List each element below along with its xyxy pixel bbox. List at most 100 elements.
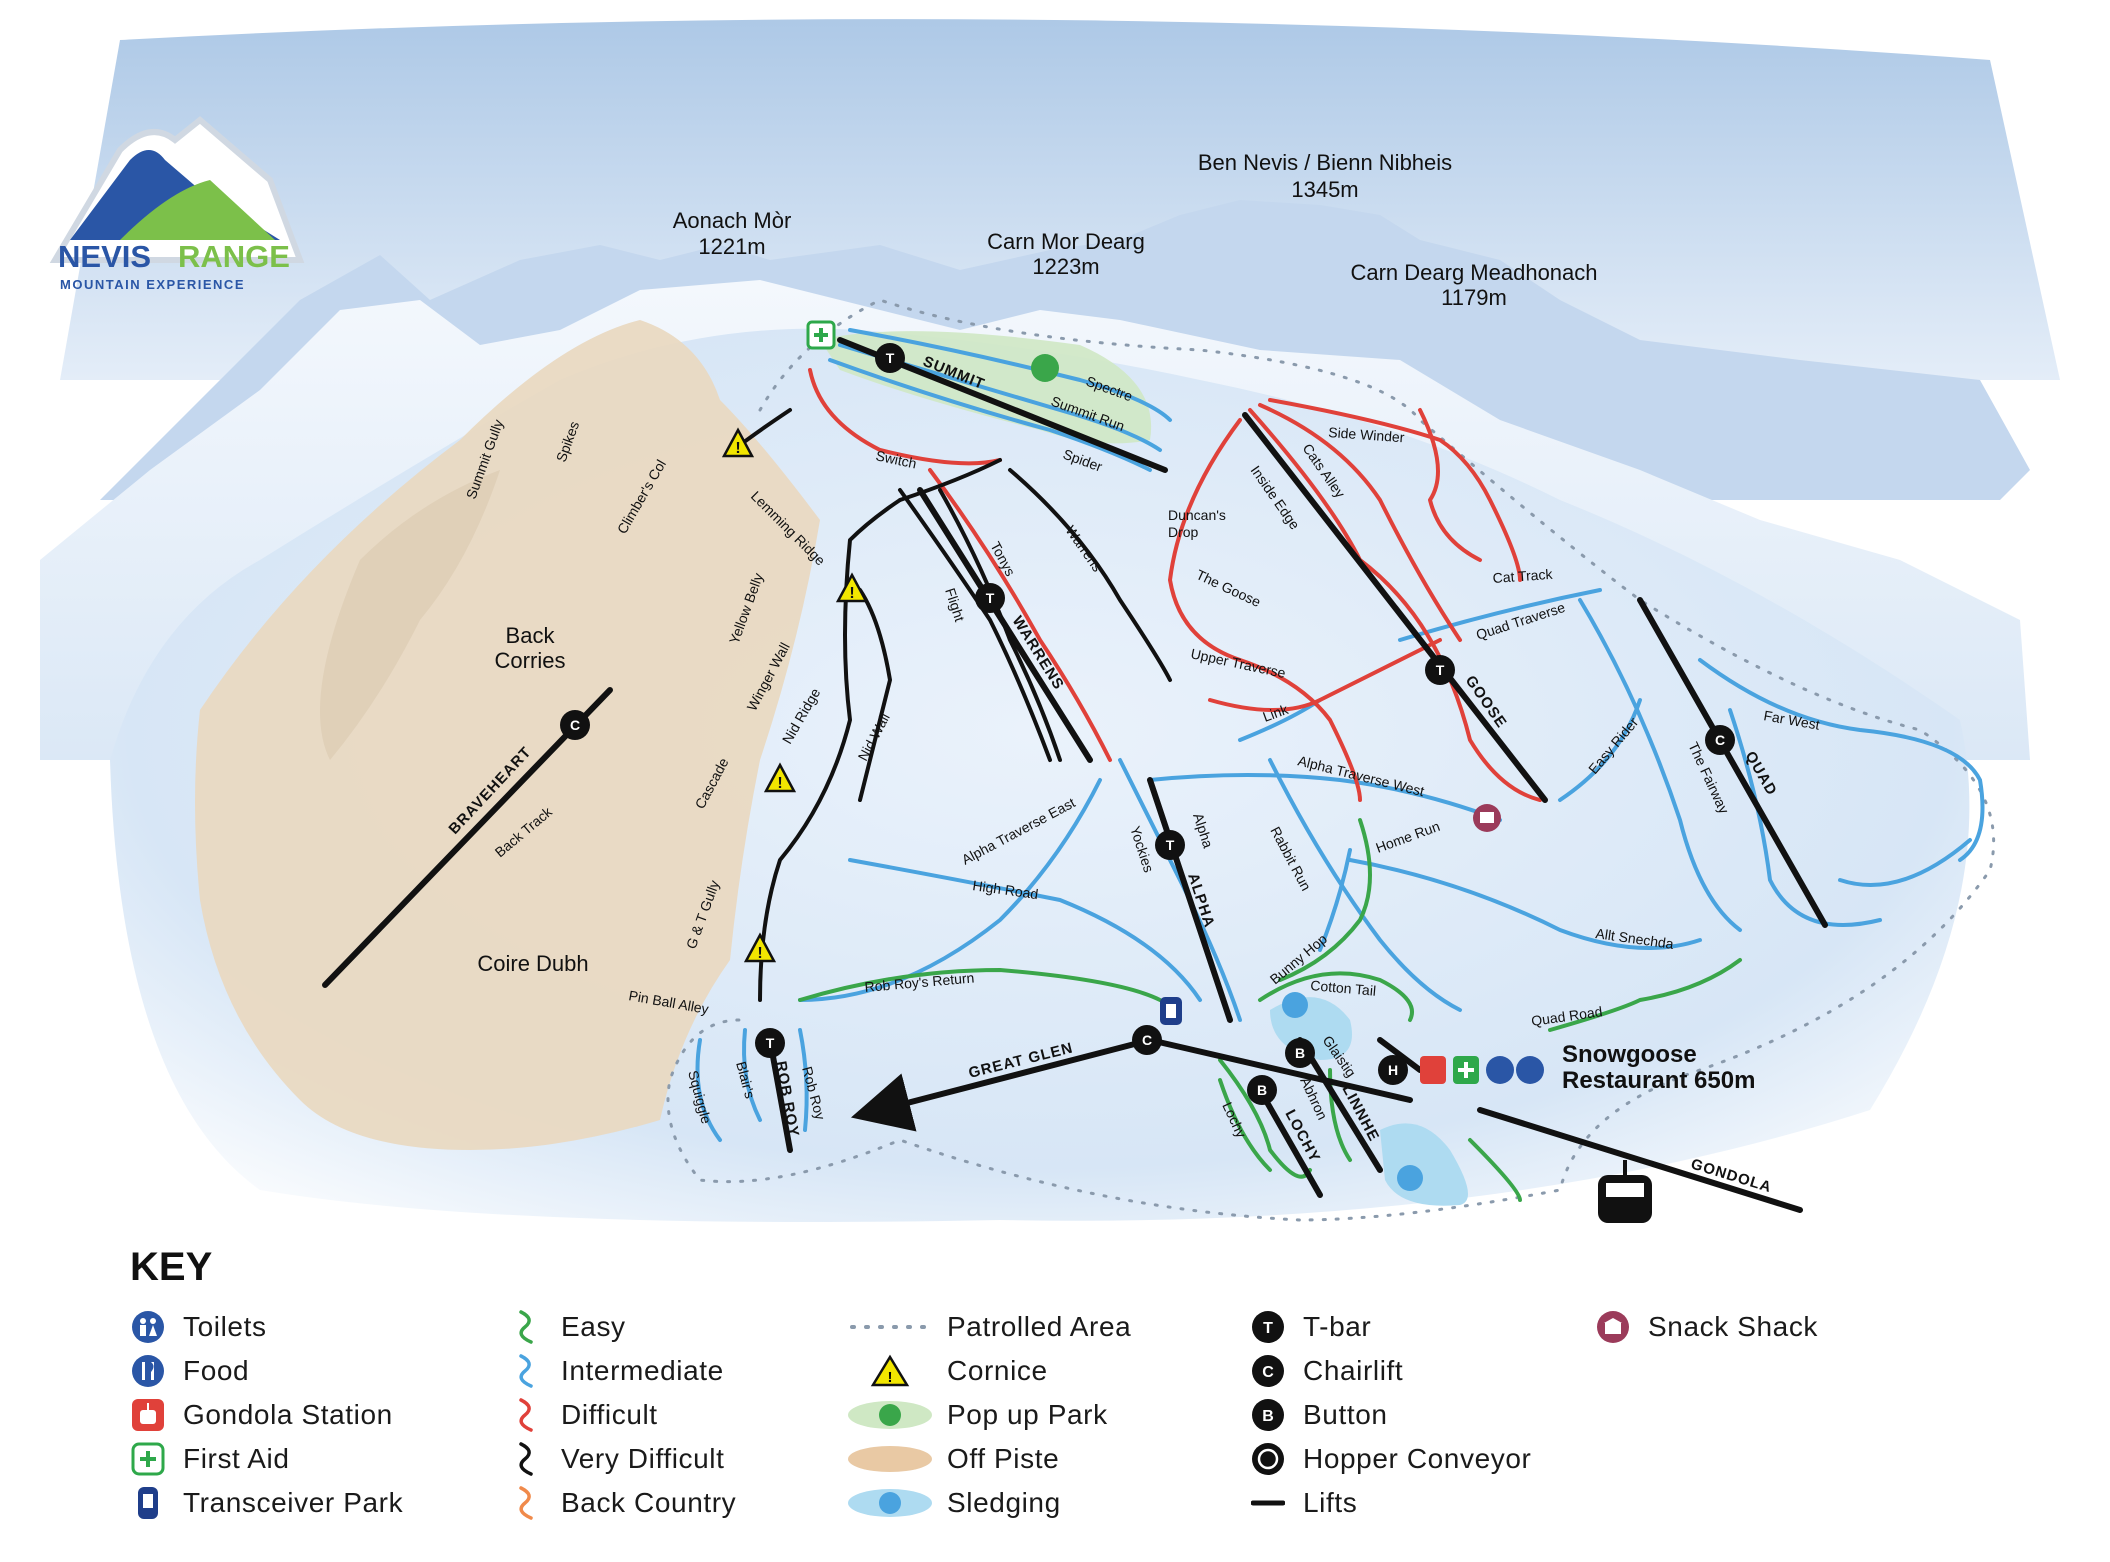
- key-label: Easy: [561, 1311, 626, 1342]
- key-item-easy: Easy: [503, 1305, 736, 1349]
- key-label: Gondola Station: [183, 1399, 393, 1430]
- key-item-sledging: Sledging: [845, 1481, 1131, 1525]
- button-lift-icon[interactable]: [1247, 1075, 1277, 1105]
- svg-text:T: T: [1166, 837, 1175, 853]
- transceiver-park-icon: [138, 1487, 158, 1519]
- peak-carn-dearg: Carn Dearg Meadhonach: [1350, 260, 1597, 285]
- area-back-corries-2: Corries: [495, 648, 566, 673]
- peak-carn-mor-dearg-height: 1223m: [1032, 254, 1099, 279]
- svg-text:B: B: [1262, 1408, 1274, 1425]
- chairlift-icon[interactable]: [560, 710, 590, 740]
- chairlift-icon: C: [1252, 1355, 1284, 1387]
- key-label: Cornice: [947, 1355, 1048, 1386]
- run-cat-track: Cat Track: [1492, 566, 1554, 586]
- key-item-cornice: ! Cornice: [845, 1349, 1131, 1393]
- key-label: Chairlift: [1303, 1355, 1404, 1386]
- key-item-first-aid: First Aid: [125, 1437, 403, 1481]
- peak-carn-mor-dearg: Carn Mor Dearg: [987, 229, 1145, 254]
- key-label: Back Country: [561, 1487, 737, 1518]
- key-label: Transceiver Park: [183, 1487, 404, 1518]
- key-item-difficult: Difficult: [503, 1393, 736, 1437]
- braveheart-lift-line: [322, 687, 613, 988]
- lift-icons: TTT CCT CTB BH: [560, 343, 1735, 1105]
- svg-text:B: B: [1295, 1045, 1305, 1061]
- key-item-food: Food: [125, 1349, 403, 1393]
- lift-line-symbol: [1251, 1500, 1285, 1506]
- svg-text:H: H: [1388, 1062, 1398, 1078]
- svg-text:T: T: [986, 590, 995, 606]
- logo-tagline: MOUNTAIN EXPERIENCE: [60, 277, 245, 292]
- gondola-station-icon[interactable]: [1420, 1056, 1446, 1084]
- restaurant-elevation: Restaurant 650m: [1562, 1067, 1755, 1094]
- tbar-icon[interactable]: [875, 343, 905, 373]
- off-piste-symbol: [848, 1446, 932, 1472]
- food-icon[interactable]: [1516, 1056, 1544, 1084]
- logo-name-a: NEVIS: [58, 239, 151, 274]
- key-label: T-bar: [1303, 1311, 1372, 1342]
- key-label: First Aid: [183, 1443, 290, 1474]
- tbar-icon[interactable]: [755, 1028, 785, 1058]
- cornice-markers: [721, 427, 869, 963]
- peak-aonach-mor-height: 1221m: [698, 234, 765, 259]
- hopper-conveyor-icon[interactable]: [1378, 1055, 1408, 1085]
- key-label: Food: [183, 1355, 250, 1386]
- run-duncans-drop: Duncan's: [1168, 507, 1226, 523]
- chairlift-icon[interactable]: [1705, 725, 1735, 755]
- rob-roy-lift-line: [767, 1037, 793, 1153]
- great-glen-lift-line-b: [1147, 1037, 1413, 1103]
- key-label: Difficult: [561, 1399, 658, 1430]
- key-label: Patrolled Area: [947, 1311, 1132, 1342]
- cornice-icon[interactable]: [721, 427, 755, 458]
- svg-text:T: T: [886, 350, 895, 366]
- cornice-icon[interactable]: [835, 572, 869, 603]
- lifts: [322, 337, 1828, 1213]
- button-lift-icon[interactable]: [1285, 1038, 1315, 1068]
- tbar-icon[interactable]: [975, 583, 1005, 613]
- key-label: Snack Shack: [1648, 1311, 1819, 1342]
- sledging-icon[interactable]: [1397, 1165, 1423, 1191]
- tbar-icon[interactable]: [1425, 655, 1455, 685]
- peak-ben-nevis: Ben Nevis / Bienn Nibheis: [1198, 150, 1452, 175]
- cornice-icon[interactable]: [743, 932, 777, 963]
- sledging-symbol: [848, 1489, 932, 1517]
- key-label: Button: [1303, 1399, 1388, 1430]
- peak-aonach-mor: Aonach Mòr: [673, 208, 792, 233]
- tbar-icon[interactable]: [1155, 830, 1185, 860]
- patrolled-area-symbol: [850, 1325, 930, 1329]
- run-duncans-drop-2: Drop: [1168, 524, 1199, 540]
- svg-text:!: !: [757, 945, 762, 962]
- key-item-off-piste: Off Piste: [845, 1437, 1131, 1481]
- chairlift-icon[interactable]: [1132, 1025, 1162, 1055]
- key-label: Toilets: [183, 1311, 267, 1342]
- key-item-gondola-station: Gondola Station: [125, 1393, 403, 1437]
- restaurant-label: Snowgoose Restaurant 650m: [1562, 1041, 1755, 1094]
- run-side-winder: Side Winder: [1328, 424, 1406, 445]
- svg-text:T: T: [766, 1035, 775, 1051]
- key-label: Pop up Park: [947, 1399, 1108, 1430]
- svg-text:T: T: [1436, 662, 1445, 678]
- key-item-intermediate: Intermediate: [503, 1349, 736, 1393]
- key-label: Lifts: [1303, 1487, 1358, 1518]
- key-label: Hopper Conveyor: [1303, 1443, 1532, 1474]
- key-item-back-country: Back Country: [503, 1481, 736, 1525]
- key-item-lifts: Lifts: [1245, 1481, 1531, 1525]
- key-item-snack-shack: Snack Shack: [1590, 1305, 1818, 1349]
- gondola-cabin-icon[interactable]: [1598, 1160, 1652, 1223]
- toilets-icon[interactable]: [1486, 1056, 1514, 1084]
- svg-text:!: !: [849, 585, 854, 602]
- alpha-lift-line: [1147, 777, 1233, 1023]
- key-column-difficulty: Easy Intermediate Difficult Very Difficu…: [503, 1305, 736, 1525]
- key-column-areas: Patrolled Area ! Cornice Pop up Park Off…: [845, 1305, 1131, 1525]
- pop-up-park-icon[interactable]: [1031, 354, 1059, 382]
- cornice-icon[interactable]: [763, 762, 797, 793]
- key-label: Intermediate: [561, 1355, 724, 1386]
- sledging-icon[interactable]: [1282, 992, 1308, 1018]
- easy-runs: [798, 818, 1742, 1202]
- off-piste-shading: [320, 470, 500, 760]
- peak-ben-nevis-height: 1345m: [1291, 177, 1358, 202]
- key-item-tbar: T T-bar: [1245, 1305, 1531, 1349]
- svg-text:T: T: [1263, 1320, 1273, 1337]
- great-glen-lift-line: [850, 1037, 1153, 1132]
- warrens-lift-line: [917, 487, 1093, 763]
